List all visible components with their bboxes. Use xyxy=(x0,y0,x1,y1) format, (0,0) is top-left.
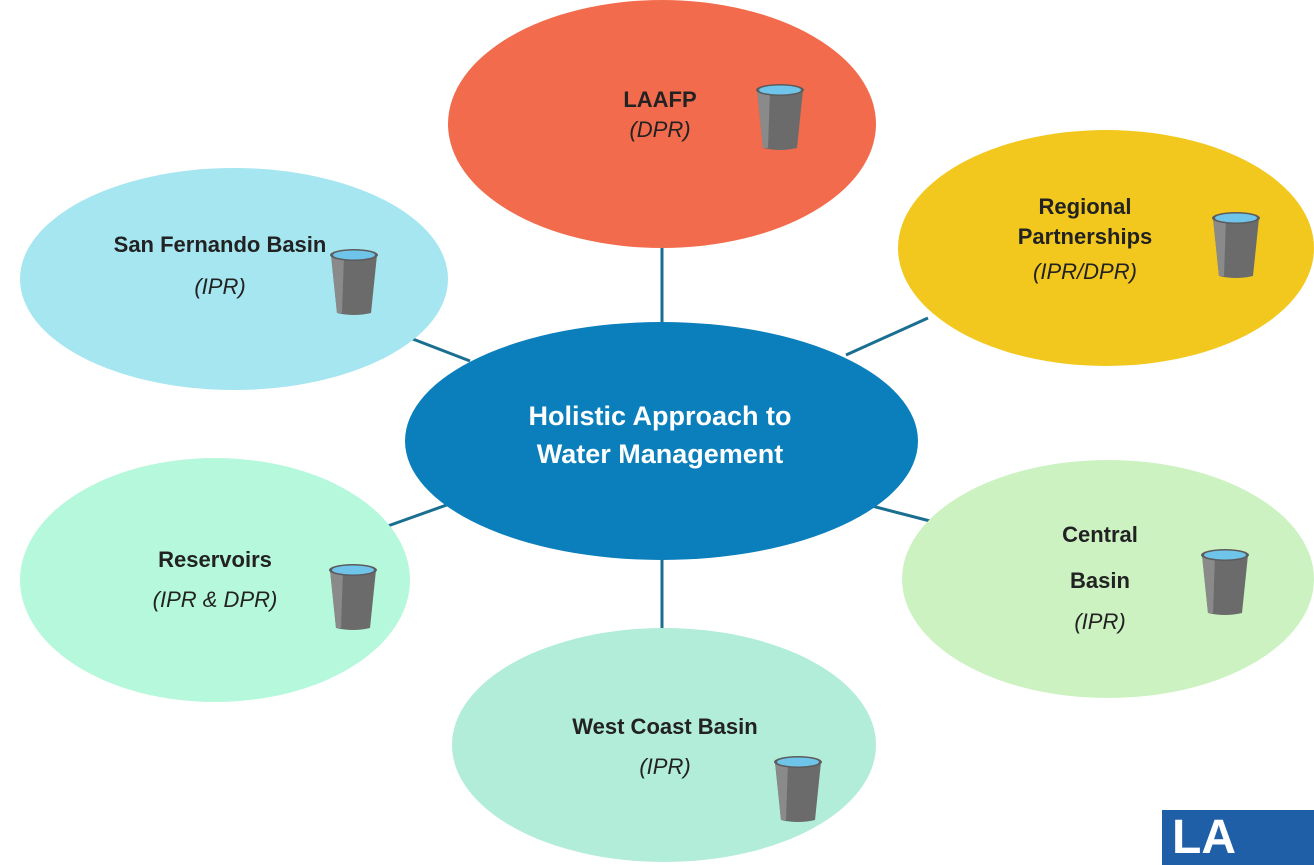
node-central-sub: (IPR) xyxy=(1074,609,1126,635)
node-laafp-text: LAAFP (DPR) xyxy=(560,85,760,144)
node-regional-sub: (IPR/DPR) xyxy=(1033,259,1137,285)
node-laafp-sub: (DPR) xyxy=(629,116,691,142)
center-node-text: Holistic Approach to Water Management xyxy=(450,398,870,474)
node-west-coast xyxy=(452,628,876,862)
node-central-name-1: Central xyxy=(1062,522,1138,547)
node-regional-name-1: Regional xyxy=(1038,194,1132,219)
connector-reservoirs xyxy=(384,500,456,529)
node-central-text: Central Basin (IPR) xyxy=(1030,520,1170,637)
la-logo: LA xyxy=(1162,810,1314,865)
node-regional-name-2: Partnerships xyxy=(1017,223,1153,249)
bucket-icon xyxy=(1201,549,1249,615)
bucket-icon xyxy=(774,756,822,822)
node-san-fernando-name: San Fernando Basin xyxy=(113,232,327,257)
node-san-fernando-text: San Fernando Basin (IPR) xyxy=(90,230,350,301)
node-reservoirs-name: Reservoirs xyxy=(158,547,272,572)
connector-san-fernando xyxy=(404,334,471,363)
node-laafp xyxy=(448,0,876,248)
node-west-coast-sub: (IPR) xyxy=(639,753,691,779)
bucket-icon xyxy=(330,249,378,315)
node-regional-text: Regional Partnerships (IPR/DPR) xyxy=(1000,192,1170,287)
la-logo-text: LA xyxy=(1172,811,1236,864)
bucket-icon xyxy=(329,564,377,630)
connector-central xyxy=(867,503,931,523)
node-laafp-name: LAAFP xyxy=(623,87,697,112)
connector-regional xyxy=(845,316,929,357)
node-san-fernando xyxy=(20,168,448,390)
node-west-coast-text: West Coast Basin (IPR) xyxy=(540,712,790,781)
node-central-name-2: Basin xyxy=(1070,567,1130,593)
center-line-1: Holistic Approach to xyxy=(528,401,792,431)
bucket-icon xyxy=(756,84,804,150)
node-reservoirs-sub: (IPR & DPR) xyxy=(152,586,278,612)
node-reservoirs-text: Reservoirs (IPR & DPR) xyxy=(110,545,320,614)
node-west-coast-name: West Coast Basin xyxy=(572,714,758,739)
node-san-fernando-sub: (IPR) xyxy=(194,273,246,299)
bucket-icon xyxy=(1212,212,1260,278)
center-node xyxy=(405,322,918,560)
center-line-2: Water Management xyxy=(536,438,784,469)
